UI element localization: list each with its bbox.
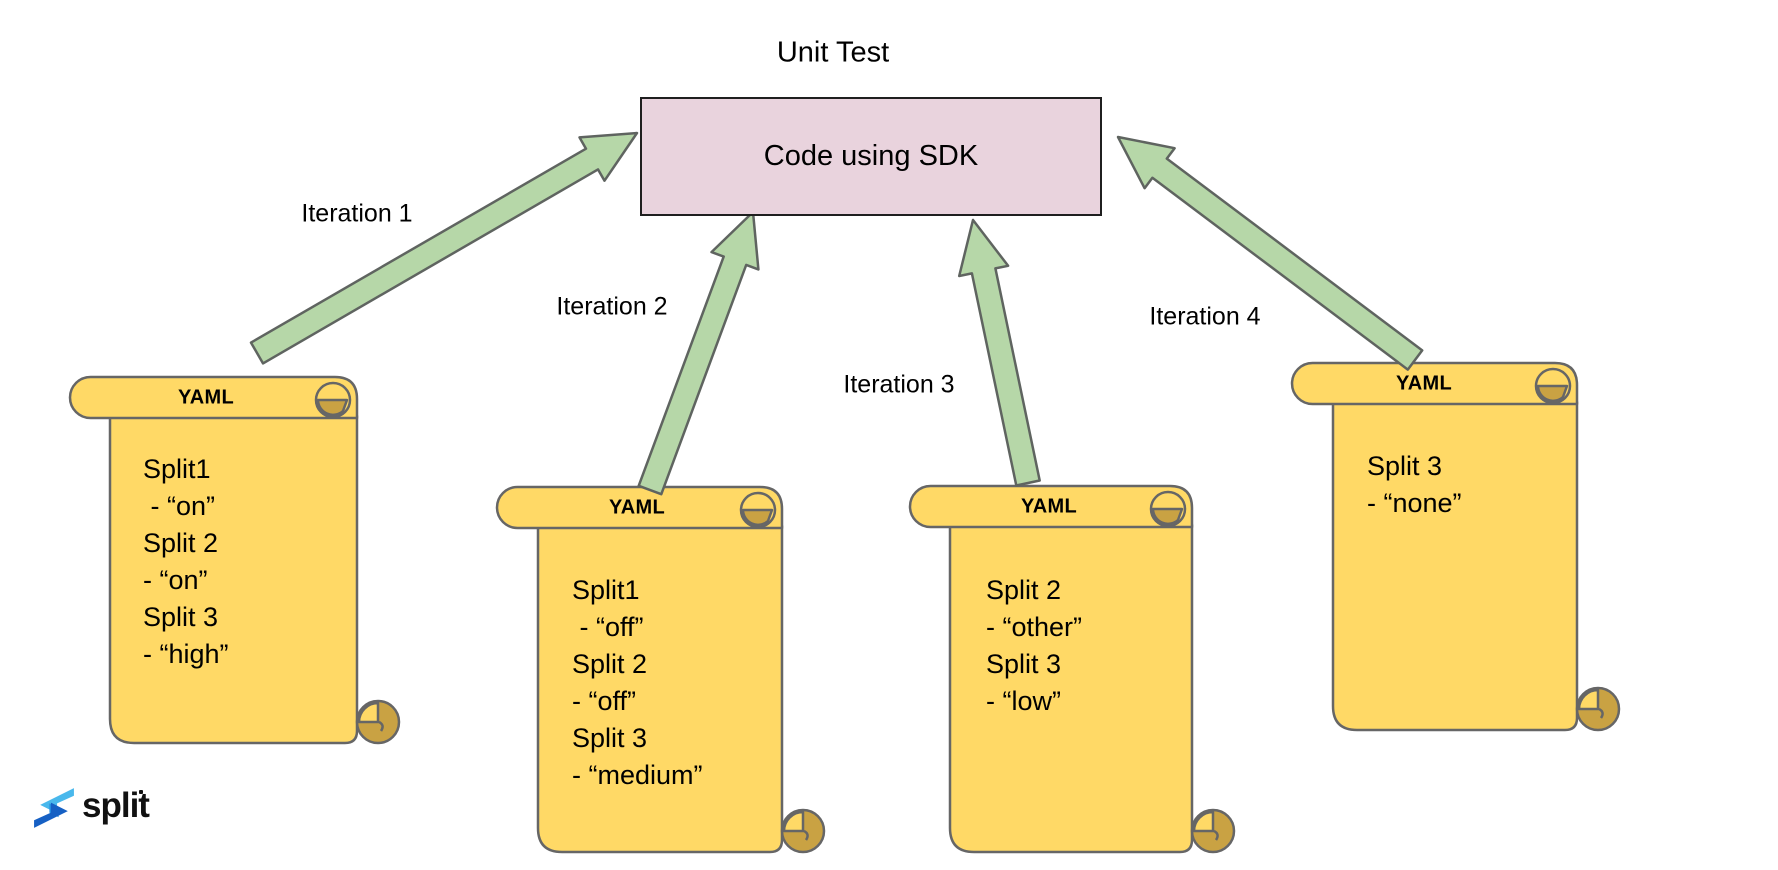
iteration-2-label: Iteration 2 [556,292,668,321]
diagram-title: Unit Test [776,36,890,69]
scroll-header-bar [908,484,1194,529]
yaml-scroll-shape [1331,400,1579,732]
yaml-line: - “off” [572,612,644,642]
yaml-scroll-2-content: Split1 - “off” Split 2 - “off” Split 3 -… [572,572,703,794]
scroll-bottom-curl-hook [803,829,809,841]
yaml-line: - “medium” [572,760,703,790]
trademark-dot [139,790,143,794]
scroll-header-bar [68,375,359,420]
yaml-scroll-shape [108,414,359,745]
yaml-line: - “low” [986,686,1061,716]
yaml-line: Split 3 [143,602,219,632]
yaml-line: Split 3 [1367,451,1443,481]
yaml-line: Split 2 [986,575,1062,605]
split-logo-bottom-chevron [34,802,68,828]
yaml-line: - “other” [986,612,1083,642]
split-logo-wordmark: split [82,786,150,825]
iteration-4-arrow [1116,135,1424,371]
scroll-bottom-curl-highlight [1192,810,1215,833]
yaml-scroll-3-content: Split 2 - “other” Split 3 - “low” [986,572,1082,720]
scroll-bottom-curl-highlight [1577,688,1600,711]
split-logo-top-chevron [40,788,74,814]
yaml-scroll-1-header: YAML [177,386,235,409]
scroll-header-bar [1290,361,1579,406]
yaml-line: Split 2 [143,528,219,558]
yaml-scroll-2-header: YAML [608,496,666,519]
scroll-bottom-curl-hook [378,720,384,732]
yaml-scroll-shape [536,524,784,854]
yaml-line: - “off” [572,686,637,716]
yaml-line: - “high” [143,639,229,669]
yaml-line: Split 3 [986,649,1062,679]
yaml-line: - “none” [1367,488,1462,518]
scroll-bottom-curl-hook [1598,707,1604,719]
iteration-3-label: Iteration 3 [843,370,955,399]
iteration-1-arrow [249,131,639,365]
iteration-3-arrow [957,218,1041,487]
yaml-line: Split 2 [572,649,648,679]
yaml-line: - “on” [143,565,208,595]
scroll-bottom-curl-hook [1213,829,1219,841]
scroll-bottom-curl-highlight [782,810,805,833]
iteration-4-label: Iteration 4 [1149,302,1261,331]
iteration-1-label: Iteration 1 [301,199,413,228]
split-logo-icon [34,788,74,828]
yaml-line: - “on” [143,491,216,521]
yaml-scroll-shape [948,523,1194,854]
yaml-line: Split1 [572,575,640,605]
yaml-scroll-3-header: YAML [1020,495,1078,518]
yaml-line: Split 3 [572,723,648,753]
iteration-2-arrow [637,210,760,496]
yaml-scroll-4-header: YAML [1395,372,1453,395]
yaml-scroll-4-content: Split 3 - “none” [1367,448,1462,522]
scroll-top-curl-shade [741,508,774,526]
scroll-top-curl-shade [316,398,349,416]
sdk-box-label: Code using SDK [763,140,979,172]
yaml-line: Split1 [143,454,211,484]
sdk-box: Code using SDK [640,97,1102,216]
scroll-top-curl-shade [1151,507,1184,525]
scroll-bottom-curl-highlight [357,701,380,724]
yaml-scroll-1-content: Split1 - “on” Split 2 - “on” Split 3 - “… [143,451,229,673]
scroll-top-curl-shade [1536,384,1569,402]
scroll-header-bar [495,485,784,530]
